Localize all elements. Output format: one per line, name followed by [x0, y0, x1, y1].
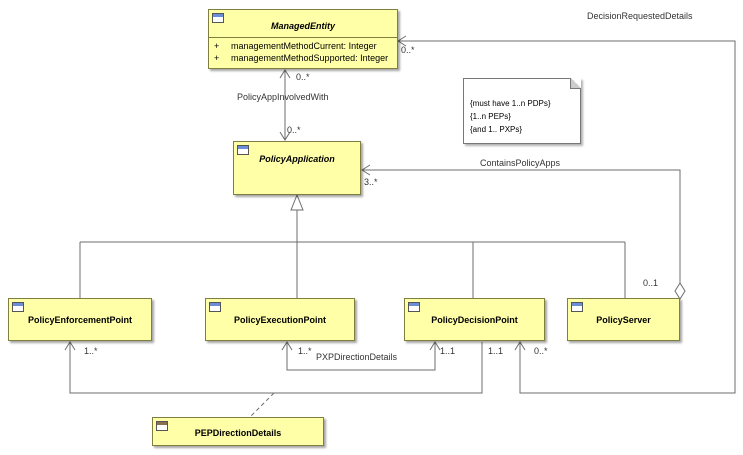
generalization-triangle — [290, 193, 304, 211]
class-icon — [209, 302, 221, 312]
class-name: ManagedEntity — [270, 21, 335, 31]
assoc-pxp-direction-details — [286, 342, 436, 371]
arrow-to-policy-application — [279, 131, 291, 141]
multiplicity-pa-top: 0..* — [287, 125, 301, 135]
class-name: PolicyDecisionPoint — [431, 315, 518, 325]
assoc-decision-requested-details — [398, 40, 736, 394]
class-policy-enforcement-point[interactable]: PolicyEnforcementPoint — [8, 298, 152, 341]
assoc-pep-pdp — [69, 342, 483, 394]
arrow-to-pdp-left — [429, 341, 441, 351]
class-name: PolicyServer — [596, 315, 651, 325]
class-managed-entity[interactable]: ManagedEntity + managementMethodCurrent:… — [208, 9, 398, 69]
label-contains-policy-apps: ContainsPolicyApps — [480, 158, 561, 168]
multiplicity-pep-bottom: 1..* — [84, 346, 98, 356]
constraint-note: {must have 1..n PDPs} {1..n PEPs} {and 1… — [463, 78, 581, 144]
attribute-visibility: + — [214, 53, 220, 63]
attribute-compartment: + managementMethodCurrent: Integer + man… — [209, 37, 397, 65]
attribute-row: + managementMethodSupported: Integer — [209, 53, 397, 65]
class-name: PolicyExecutionPoint — [233, 315, 327, 325]
attribute-visibility: + — [214, 41, 220, 51]
aggregation-diamond — [674, 282, 686, 300]
arrow-to-managed-entity — [279, 69, 291, 79]
note-line: {must have 1..n PDPs} — [470, 99, 551, 108]
note-line: {and 1.. PXPs} — [470, 125, 523, 134]
label-decision-requested-details: DecisionRequestedDetails — [587, 11, 693, 21]
label-pxp-direction-details: PXPDirectionDetails — [316, 352, 398, 362]
class-policy-execution-point[interactable]: PolicyExecutionPoint — [205, 298, 355, 341]
class-policy-server[interactable]: PolicyServer — [567, 298, 680, 341]
class-icon — [571, 302, 583, 312]
class-icon — [408, 302, 420, 312]
association-class-link — [246, 392, 275, 421]
arrow-contains-policy-apps — [361, 164, 371, 176]
arrow-to-pdp-right — [514, 341, 526, 351]
class-icon — [212, 13, 224, 23]
arrow-to-pxp — [281, 341, 293, 351]
attribute-row: + managementMethodCurrent: Integer — [209, 41, 397, 53]
attribute-text: managementMethodSupported: Integer — [231, 53, 389, 63]
class-icon — [12, 302, 24, 312]
note-line: {1..n PEPs} — [470, 112, 511, 121]
arrow-to-managed-entity-right — [397, 35, 407, 47]
note-fold-corner — [570, 78, 581, 89]
class-name: PolicyEnforcementPoint — [27, 315, 133, 325]
class-policy-decision-point[interactable]: PolicyDecisionPoint — [404, 298, 545, 341]
multiplicity-me-bottom: 0..* — [296, 72, 310, 82]
multiplicity-me-right: 0..* — [401, 45, 415, 55]
class-name: PolicyApplication — [259, 154, 335, 164]
class-pep-direction-details[interactable]: PEPDirectionDetails — [152, 417, 324, 446]
label-policy-app-involved-with: PolicyAppInvolvedWith — [237, 92, 329, 102]
class-icon — [156, 421, 168, 431]
class-policy-application[interactable]: PolicyApplication — [233, 141, 361, 195]
assoc-contains-policy-apps — [362, 169, 681, 283]
multiplicity-pdp-left: 1..1 — [440, 346, 456, 356]
multiplicity-pdp-mid: 1..1 — [488, 346, 504, 356]
multiplicity-pxp-bottom: 1..* — [298, 346, 312, 356]
multiplicity-ps-top: 0..1 — [643, 278, 659, 288]
multiplicity-pa-right: 3..* — [364, 177, 378, 187]
arrow-to-pep — [64, 341, 76, 351]
multiplicity-pdp-right: 0..* — [534, 346, 548, 356]
class-name: PEPDirectionDetails — [194, 428, 282, 438]
class-icon — [237, 145, 249, 155]
attribute-text: managementMethodCurrent: Integer — [231, 41, 377, 51]
